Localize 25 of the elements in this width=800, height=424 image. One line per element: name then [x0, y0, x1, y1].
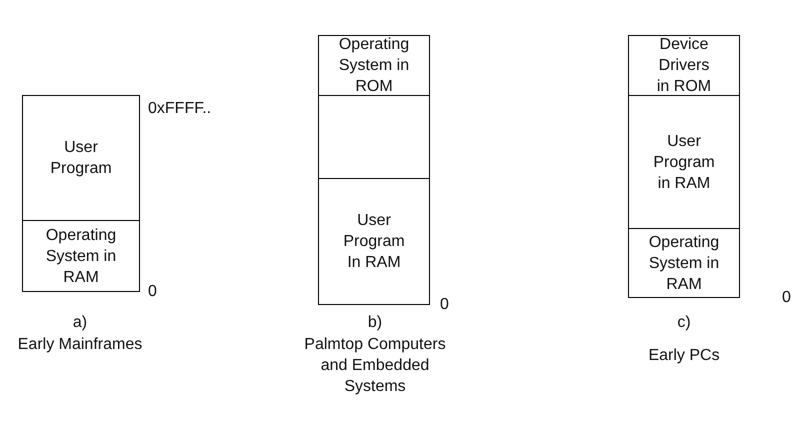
- memory-segment: [628, 95, 740, 229]
- segment-label: User Program in RAM: [652, 132, 716, 194]
- address-label: 0: [148, 282, 158, 302]
- caption: Palmtop Computers and Embedded Systems: [303, 335, 447, 397]
- caption-letter: a): [72, 313, 88, 333]
- segment-label: User Program: [49, 138, 113, 179]
- segment-label: Device Drivers in ROM: [656, 35, 712, 97]
- caption: Early PCs: [647, 346, 721, 366]
- memory-segment: [22, 95, 140, 221]
- empty-memory-segment: [318, 95, 430, 179]
- memory-segment: [628, 228, 740, 298]
- segment-label: Operating System in RAM: [648, 232, 720, 294]
- segment-label: Operating System in RAM: [44, 226, 118, 288]
- segment-label: User Program In RAM: [342, 211, 406, 273]
- memory-segment: [22, 220, 140, 292]
- segment-label: Operating System in ROM: [338, 35, 410, 97]
- memory-segment: [628, 35, 740, 96]
- memory-segment: [318, 35, 430, 96]
- caption-letter: b): [366, 313, 384, 333]
- caption-letter: c): [676, 313, 692, 333]
- memory-segment: [318, 178, 430, 305]
- caption: Early Mainframes: [16, 335, 144, 355]
- address-label: 0xFFFF..: [148, 99, 212, 119]
- address-label: 0: [782, 288, 792, 308]
- address-label: 0: [440, 295, 450, 315]
